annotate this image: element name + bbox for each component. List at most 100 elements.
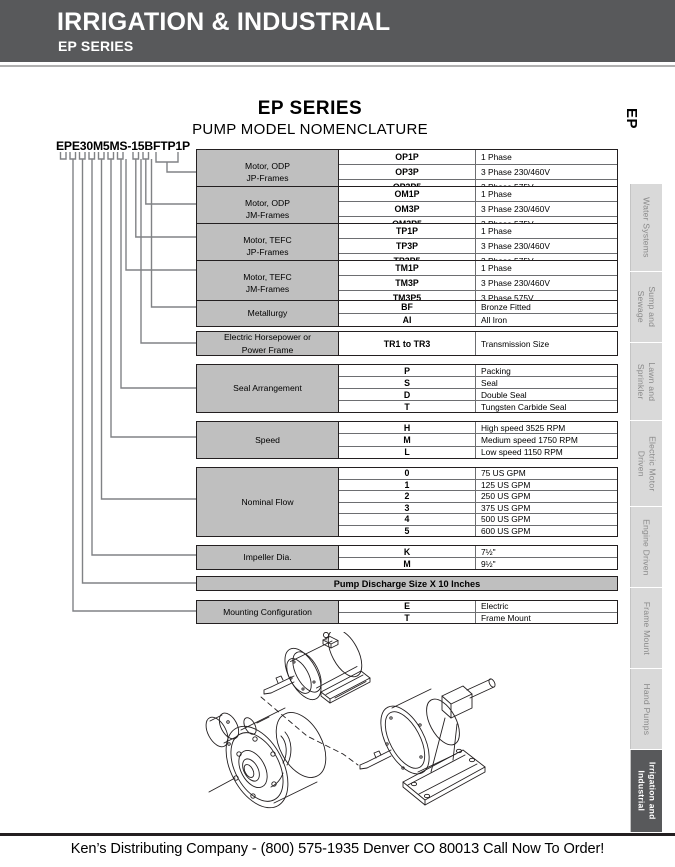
row-desc: 3 Phase 230/460V — [481, 167, 550, 177]
block-label: Impeller Dia. — [197, 546, 339, 569]
row-desc: All Iron — [481, 315, 508, 325]
row-code: AI — [339, 314, 476, 326]
table-row: L Low speed 1150 RPM — [339, 446, 617, 458]
block-rows: TM1P 1 Phase TM3P 3 Phase 230/460V TM3P5… — [339, 261, 617, 305]
row-desc: High speed 3525 RPM — [481, 422, 566, 433]
row-code: TR1 to TR3 — [339, 332, 476, 355]
row-code: 0 — [339, 468, 476, 479]
row-code: BF — [339, 301, 476, 313]
block-label-line1: Motor, TEFC — [243, 271, 292, 282]
nomenclature-block-metallurgy: Metallurgy BF Bronze Fitted AI All Iron — [196, 300, 618, 327]
block-rows: H High speed 3525 RPM M Medium speed 175… — [339, 422, 617, 458]
row-code: OM1P — [339, 187, 476, 201]
table-row: 2 250 US GPM — [339, 491, 617, 503]
row-desc: 9½" — [481, 558, 496, 569]
row-desc: Double Seal — [481, 389, 527, 400]
block-label-line1: Motor, ODP — [245, 197, 290, 208]
table-row: 1 125 US GPM — [339, 479, 617, 491]
sidebar-tab-hand-pumps[interactable]: Hand Pumps — [630, 669, 662, 749]
sidebar-tab-engine-driven[interactable]: Engine Driven — [630, 507, 662, 587]
row-desc: 3 Phase 230/460V — [481, 204, 550, 214]
row-code: L — [339, 446, 476, 458]
row-code: M — [339, 558, 476, 569]
nomenclature-block-nominal-flow: Nominal Flow 0 75 US GPM 1 125 US GPM 2 … — [196, 467, 618, 537]
table-row: TP3P 3 Phase 230/460V — [339, 239, 617, 254]
block-label-line1: Motor, TEFC — [243, 234, 292, 245]
block-rows: P Packing S Seal D Double Seal T Tungste… — [339, 365, 617, 412]
page-subtitle: PUMP MODEL NOMENCLATURE — [192, 121, 428, 138]
sidebar-tab-label: Hand Pumps — [641, 683, 652, 735]
table-row: TP1P 1 Phase — [339, 224, 617, 239]
table-row: OP3P 3 Phase 230/460V — [339, 165, 617, 180]
block-label: Nominal Flow — [197, 468, 339, 536]
row-desc: Low speed 1150 RPM — [481, 447, 563, 458]
table-row: TM3P5 3 Phase 575V — [339, 291, 617, 305]
row-code: 3 — [339, 502, 476, 513]
page-header-title: IRRIGATION & INDUSTRIAL — [57, 8, 391, 36]
nomenclature-block-mounting-configuration: Mounting Configuration E Electric T Fram… — [196, 600, 618, 624]
sidebar-tab-frame-mount[interactable]: Frame Mount — [630, 588, 662, 668]
block-rows: 0 75 US GPM 1 125 US GPM 2 250 US GPM 3 … — [339, 468, 617, 536]
row-desc: Bronze Fitted — [481, 302, 531, 312]
row-desc: 1 Phase — [481, 263, 512, 273]
sidebar-tab-label: Engine Driven — [641, 518, 652, 576]
row-desc: 75 US GPM — [481, 468, 526, 479]
row-desc: 1 Phase — [481, 226, 512, 236]
table-row: TR1 to TR3 Transmission Size — [339, 332, 617, 355]
block-rows: K 7½" M 9½" — [339, 546, 617, 569]
sidebar-tab-label-line2: Industrial — [636, 770, 647, 812]
block-label: Mounting Configuration — [197, 601, 339, 623]
sidebar-tab-label: Frame Mount — [641, 601, 652, 655]
block-label: Metallurgy — [197, 301, 339, 326]
row-desc: 1 Phase — [481, 152, 512, 162]
table-row: OP1P 1 Phase — [339, 150, 617, 165]
row-desc: Seal — [481, 377, 498, 388]
table-row: BF Bronze Fitted — [339, 301, 617, 314]
pump-assembly-diagram — [205, 632, 496, 809]
block-label-line1: Motor, ODP — [245, 160, 290, 171]
row-code: E — [339, 601, 476, 612]
block-rows: E Electric T Frame Mount — [339, 601, 617, 623]
block-label: Speed — [197, 422, 339, 458]
header-divider-gray — [0, 65, 675, 67]
sidebar-tab-label-line1: Irrigation and — [647, 762, 658, 820]
block-rows: TR1 to TR3 Transmission Size — [339, 332, 617, 355]
block-label: Seal Arrangement — [197, 365, 339, 412]
row-code: T — [339, 612, 476, 623]
table-row: 4 500 US GPM — [339, 514, 617, 526]
row-code: H — [339, 422, 476, 434]
footer-divider — [0, 833, 675, 836]
sidebar-tab-water-systems[interactable]: Water Systems — [630, 184, 662, 271]
table-row: 5 600 US GPM — [339, 525, 617, 536]
block-label-line2: Power Frame — [241, 344, 294, 355]
sidebar-tab-label-line1: Electric Motor — [647, 435, 658, 492]
row-desc: 125 US GPM — [481, 479, 531, 490]
row-code: P — [339, 365, 476, 376]
sidebar-tab-label-line2: Sprinkler — [636, 363, 647, 400]
row-desc: 500 US GPM — [481, 514, 531, 525]
row-desc: Frame Mount — [481, 612, 531, 623]
table-row: T Tungsten Carbide Seal — [339, 401, 617, 412]
row-code: TM3P5 — [339, 291, 476, 305]
table-row: K 7½" — [339, 546, 617, 558]
header-divider-white — [0, 62, 675, 65]
row-code: M — [339, 434, 476, 446]
table-row: E Electric — [339, 601, 617, 613]
model-code-example: EPE30M5MS-15BFTP1P — [56, 139, 190, 153]
row-desc: Tungsten Carbide Seal — [481, 401, 567, 412]
table-row: P Packing — [339, 365, 617, 377]
block-label-line2: JP-Frames — [246, 173, 289, 183]
block-label-line2: JP-Frames — [246, 247, 289, 257]
row-desc: 375 US GPM — [481, 502, 531, 513]
table-row: H High speed 3525 RPM — [339, 422, 617, 435]
footer-contact-text: Ken’s Distributing Company - (800) 575-1… — [70, 841, 605, 857]
